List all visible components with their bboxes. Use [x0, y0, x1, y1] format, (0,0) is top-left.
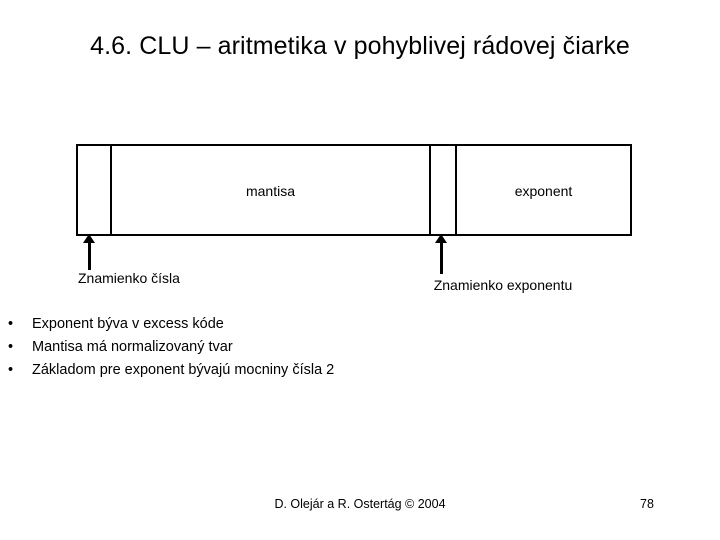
list-item: • Exponent býva v excess kóde: [0, 313, 600, 336]
list-item: • Mantisa má normalizovaný tvar: [0, 336, 600, 359]
format-field-exponent: exponent: [455, 144, 632, 236]
bullet-icon: •: [8, 362, 14, 378]
list-item-label: Mantisa má normalizovaný tvar: [32, 339, 233, 355]
arrow-head-icon: [83, 234, 95, 243]
format-field-sign-of-exponent: [429, 144, 457, 236]
bullet-list: • Exponent býva v excess kóde • Mantisa …: [0, 313, 600, 382]
arrow-shaft: [88, 241, 91, 270]
callout-label-sign-of-exponent: Znamienko exponentu: [433, 277, 573, 293]
format-field-mantissa-label: mantisa: [245, 183, 296, 199]
list-item-label: Základom pre exponent bývajú mocniny čís…: [32, 362, 335, 378]
callout-label-sign-of-number: Znamienko čísla: [78, 270, 180, 286]
page-number: 78: [640, 497, 654, 511]
arrow-head-icon: [435, 234, 447, 243]
callout-arrow-up-icon-sign-of-exponent: [435, 234, 448, 274]
list-item-label: Exponent býva v excess kóde: [32, 316, 224, 332]
format-field-mantissa: mantisa: [110, 144, 431, 236]
page-title: 4.6. CLU – aritmetika v pohyblivej rádov…: [90, 32, 630, 60]
format-field-sign-of-number: [76, 144, 112, 236]
floating-point-format-diagram: mantisa exponent: [76, 144, 632, 236]
format-field-exponent-label: exponent: [514, 183, 573, 199]
callout-arrow-up-icon-sign-of-number: [83, 234, 96, 270]
arrow-shaft: [440, 241, 443, 274]
footer-credit: D. Olejár a R. Ostertág © 2004: [274, 497, 446, 511]
list-item: • Základom pre exponent bývajú mocniny č…: [0, 359, 600, 382]
bullet-icon: •: [8, 339, 14, 355]
bullet-icon: •: [8, 316, 14, 332]
